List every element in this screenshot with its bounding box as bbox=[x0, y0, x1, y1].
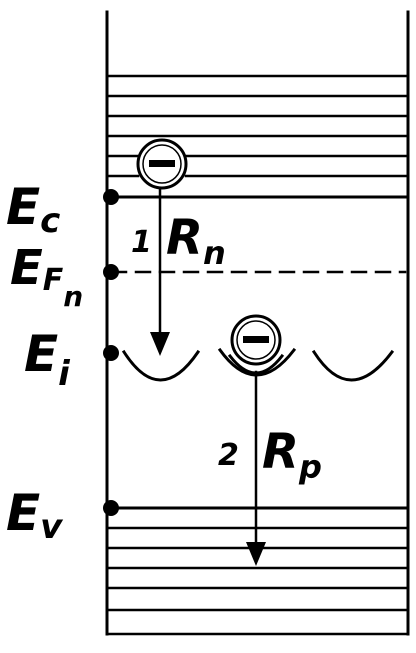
transition-1-label: Rn bbox=[166, 210, 226, 272]
ev-label: Ev bbox=[6, 484, 64, 547]
transition-2-label: Rp bbox=[262, 424, 322, 486]
ec-label: Ec bbox=[6, 178, 60, 241]
ei-marker-dot bbox=[103, 345, 119, 361]
valence-band-lines bbox=[105, 506, 410, 636]
transition-1-arrowhead bbox=[150, 332, 170, 356]
efn-label: EFn bbox=[10, 240, 83, 313]
ev-marker-dot bbox=[103, 500, 119, 516]
electron-minus-circle-icon bbox=[136, 138, 188, 190]
efn-marker-dot bbox=[103, 264, 119, 280]
electron-minus-circle-icon bbox=[230, 314, 282, 366]
ec-marker-dot bbox=[103, 189, 119, 205]
transition-1-number: 1 bbox=[131, 225, 152, 260]
transition-2-arrowhead bbox=[246, 542, 266, 566]
ei-label: Ei bbox=[24, 325, 71, 394]
transition-2-number: 2 bbox=[218, 438, 239, 473]
conduction-band-lines bbox=[105, 74, 410, 199]
